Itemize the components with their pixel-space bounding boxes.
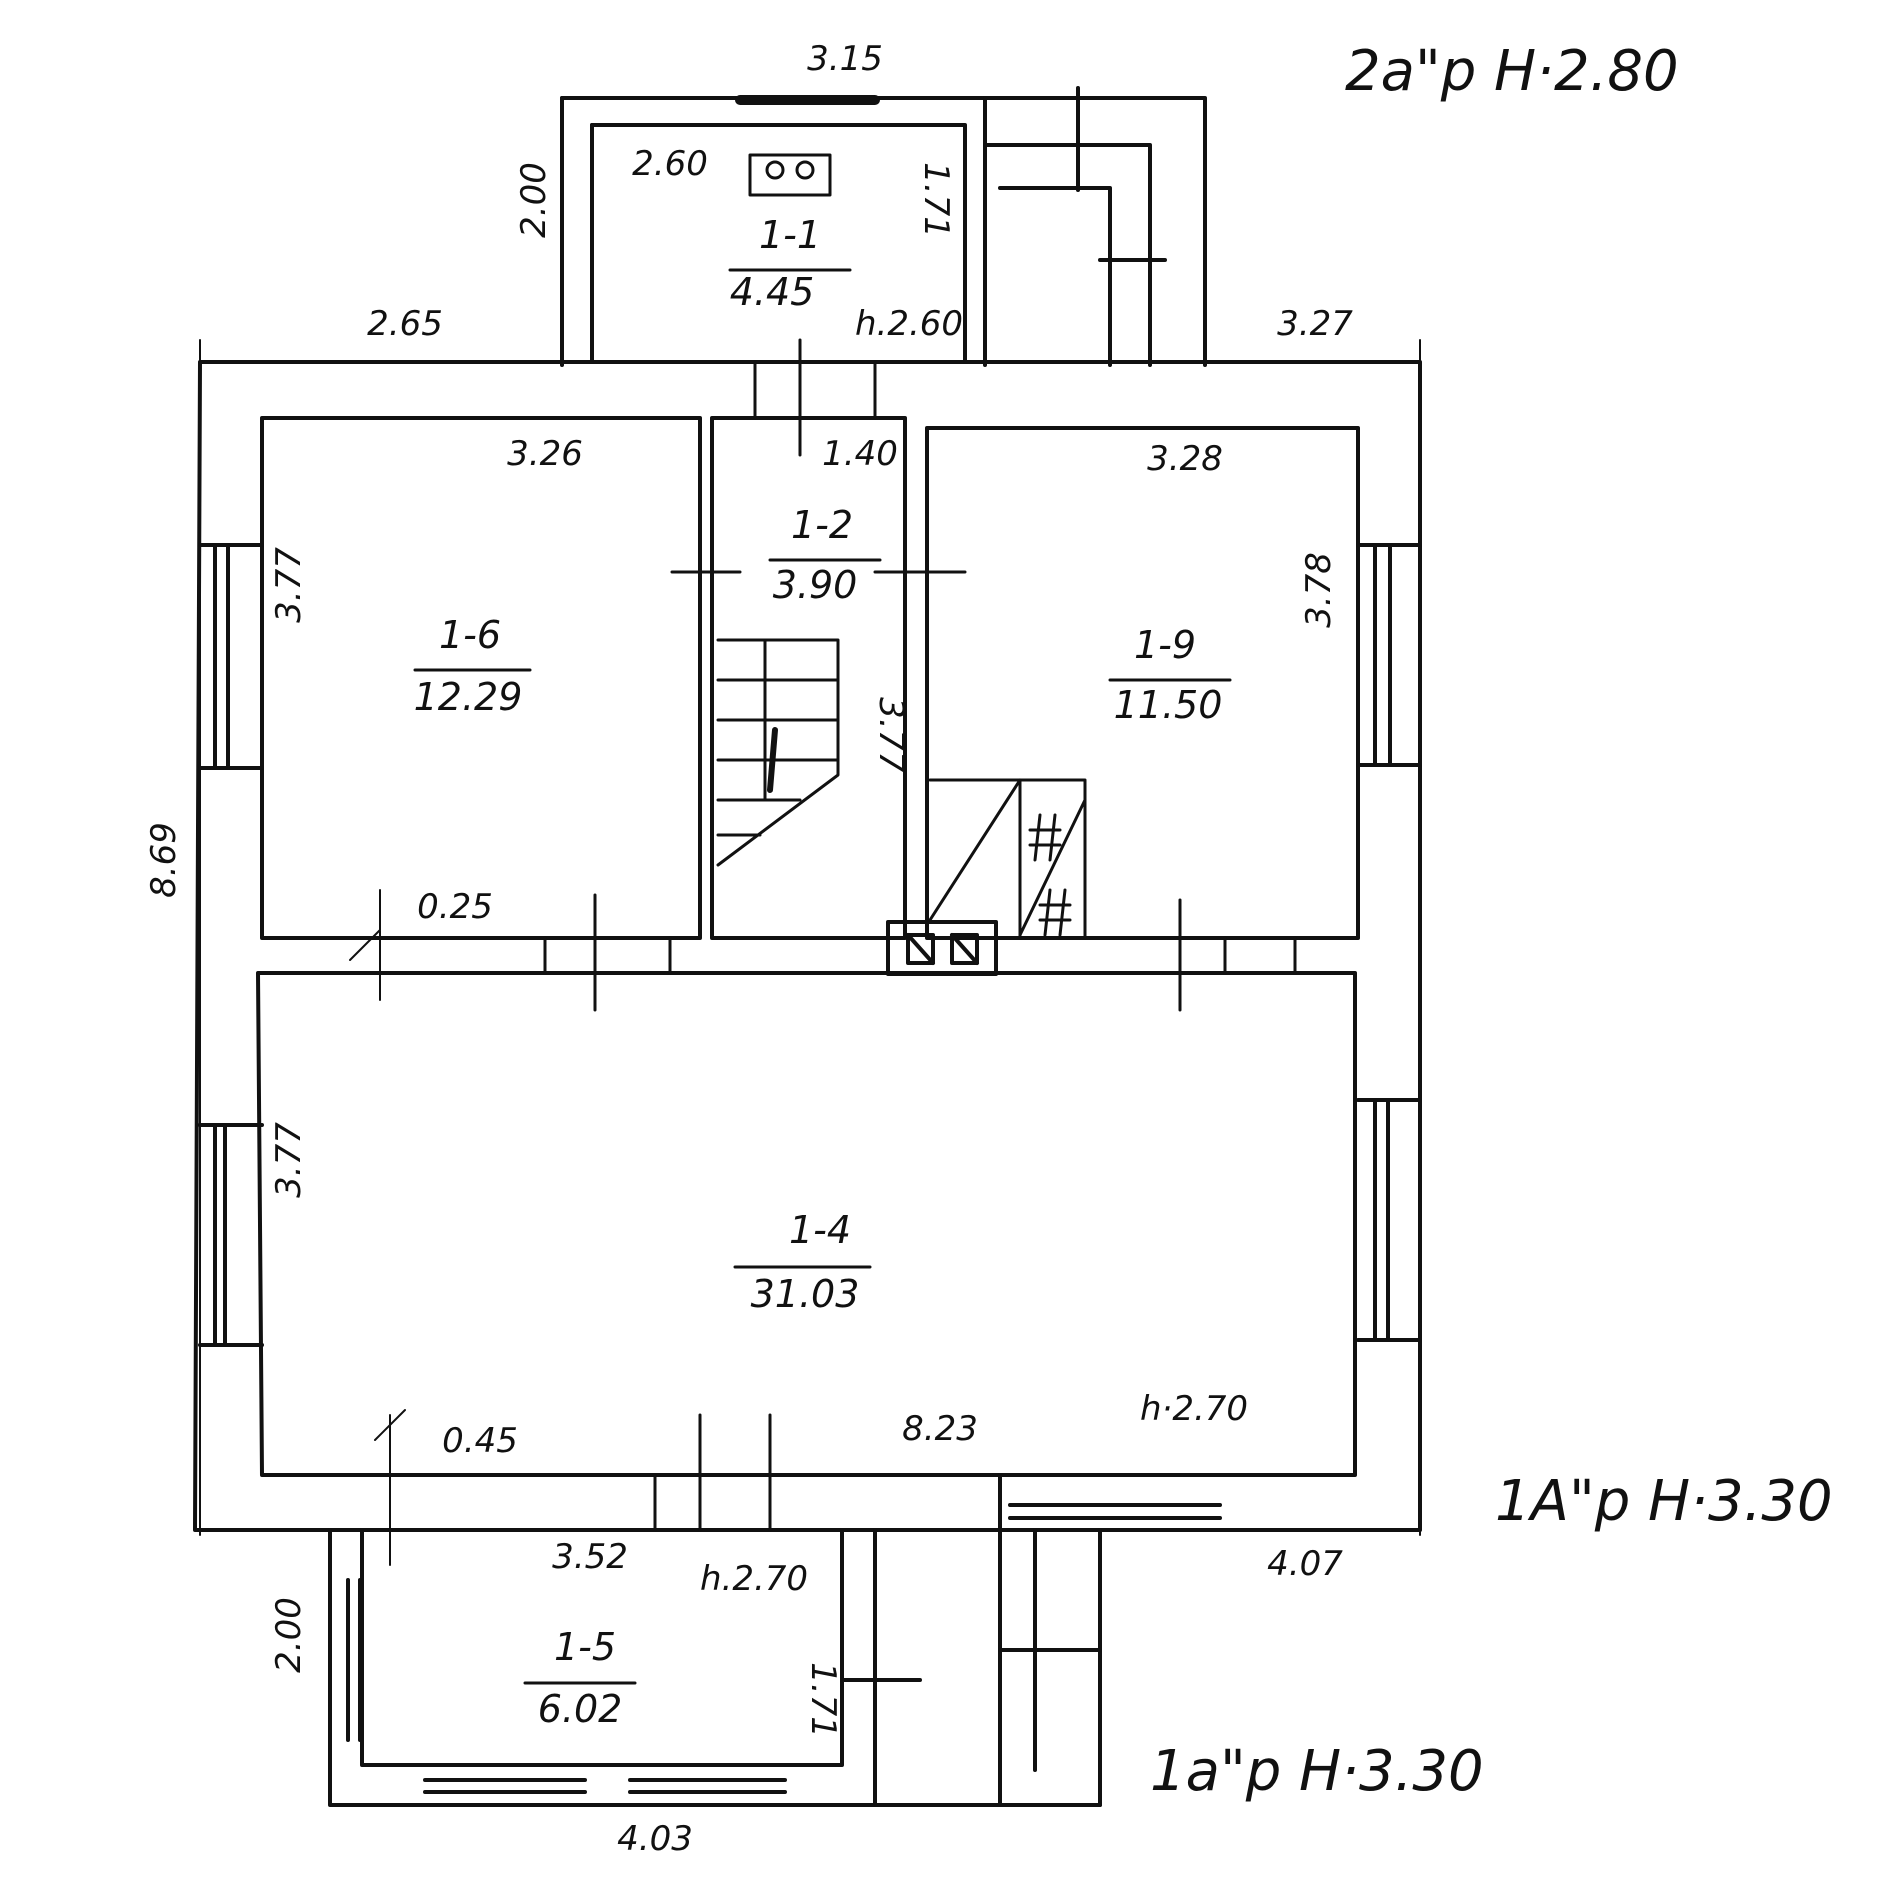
- top-annex: [560, 86, 1207, 367]
- dim-823: 8.23: [902, 1409, 978, 1449]
- annotation-top-right: 2a"p H·2.80: [1345, 39, 1679, 104]
- height-label-main: h·2.70: [1140, 1389, 1248, 1429]
- closet-stair-icon: [928, 778, 1087, 940]
- room-id: 1-5: [554, 1625, 616, 1669]
- stove-icon: [748, 153, 832, 197]
- door-marks: [543, 338, 1297, 1532]
- room-id: 1-2: [791, 503, 853, 547]
- dim-260: 2.60: [632, 144, 708, 184]
- room-area: 31.03: [751, 1272, 860, 1316]
- height-label-top: h.2.60: [855, 304, 963, 344]
- room-area: 4.45: [730, 270, 815, 314]
- room-area: 6.02: [538, 1687, 623, 1731]
- dimension-lines: [199, 339, 1421, 1566]
- dim-377-r4: 3.77: [269, 1122, 309, 1198]
- room-1-6: 1-6 12.29: [413, 613, 532, 719]
- dim-171-porch: 1.71: [803, 1662, 843, 1738]
- dim-265: 2.65: [367, 304, 443, 344]
- room-area: 3.90: [773, 563, 858, 607]
- windows: [198, 543, 1422, 1520]
- dim-171-top: 1.71: [916, 162, 956, 238]
- dim-200-top: 2.00: [514, 162, 554, 238]
- dim-140: 1.40: [822, 434, 898, 474]
- room-area: 12.29: [414, 675, 523, 719]
- room-1-1: 1-1 4.45: [728, 213, 852, 314]
- chimney-icon: [886, 920, 998, 976]
- dim-407: 4.07: [1267, 1544, 1343, 1584]
- room-1-4: 1-4 31.03: [733, 1208, 872, 1316]
- dim-045: 0.45: [442, 1421, 518, 1461]
- room-id: 1-1: [759, 213, 821, 257]
- room-1-9: 1-9 11.50: [1108, 623, 1232, 727]
- room-id: 1-9: [1134, 623, 1196, 667]
- porch: [328, 1473, 1102, 1807]
- dim-025: 0.25: [417, 887, 493, 927]
- dim-200-porch: 2.00: [269, 1597, 309, 1673]
- room-1-2: 1-2 3.90: [768, 503, 882, 607]
- room-1-5: 1-5 6.02: [523, 1625, 637, 1731]
- dim-378-r9: 3.78: [1299, 552, 1339, 628]
- height-label-porch: h.2.70: [700, 1559, 808, 1599]
- dim-326: 3.26: [507, 434, 583, 474]
- dim-377-r6: 3.77: [269, 547, 309, 623]
- dim-327: 3.27: [1277, 304, 1353, 344]
- dim-869: 8.69: [144, 822, 184, 898]
- room-area: 11.50: [1114, 683, 1223, 727]
- annotation-right-mid: 1A"p H·3.30: [1495, 1469, 1833, 1534]
- dim-328: 3.28: [1147, 439, 1223, 479]
- room-id: 1-6: [439, 613, 501, 657]
- dim-403: 4.03: [617, 1819, 693, 1859]
- room-id: 1-4: [789, 1208, 851, 1252]
- dim-315: 3.15: [807, 39, 883, 79]
- dim-377-r2: 3.77: [871, 697, 911, 773]
- dim-352: 3.52: [552, 1537, 628, 1577]
- staircase-icon: [716, 638, 840, 867]
- annotation-bottom-right: 1a"p H·3.30: [1150, 1739, 1484, 1804]
